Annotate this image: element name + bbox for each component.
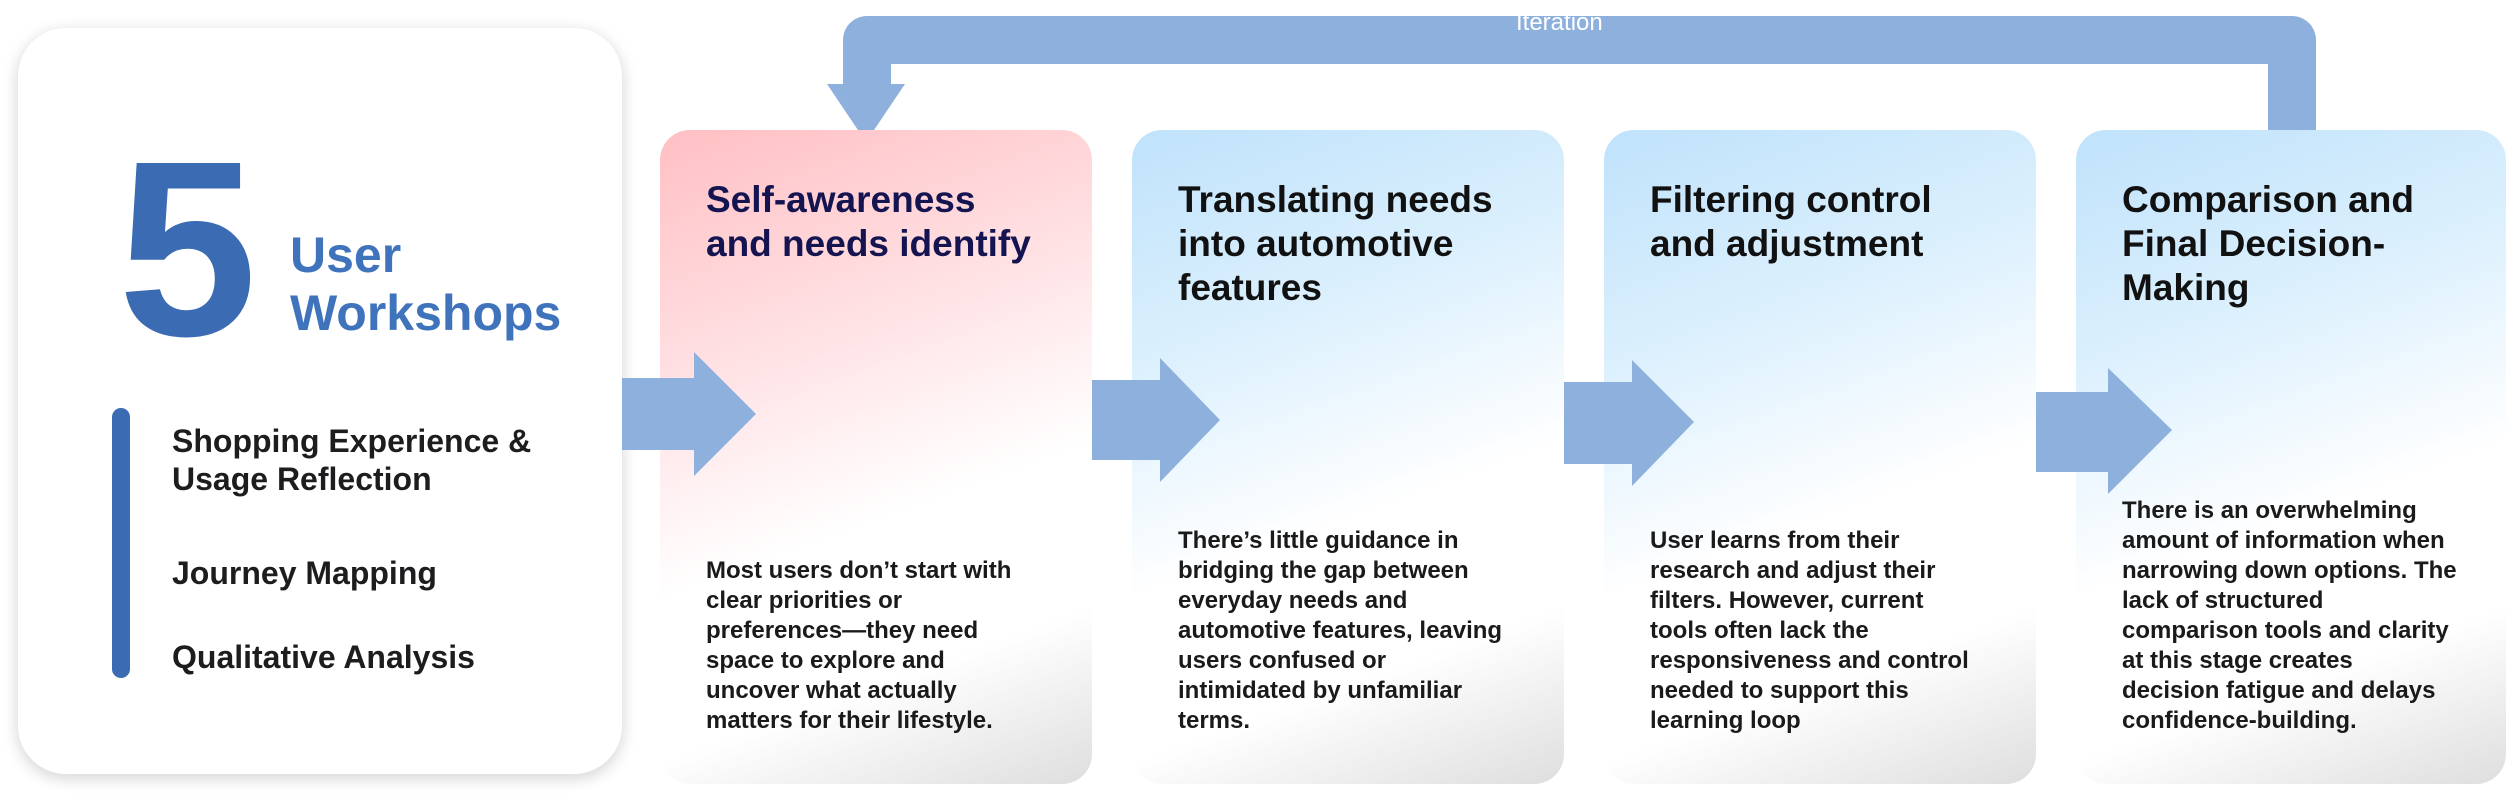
stage-desc-line: uncover what actually [706, 677, 957, 704]
stage-desc-line: There’s little guidance in [1178, 527, 1459, 554]
stage-description: Most users don’t start with clear priori… [706, 556, 1062, 736]
iteration-loop-arrow [827, 16, 2316, 142]
stage-desc-line: confidence-building. [2122, 707, 2357, 734]
stage-desc-line: responsiveness and control [1650, 647, 1969, 674]
method-item: Shopping Experience & Usage Reflection [172, 422, 602, 498]
stage-title-line: and adjustment [1650, 223, 1924, 264]
stage-description: There’s little guidance in bridging the … [1178, 526, 1534, 736]
stage-desc-line: filters. However, current [1650, 587, 1924, 614]
flow-arrow-2 [1092, 358, 1220, 482]
stage-title-line: Making [2122, 267, 2250, 308]
stage-title: Self-awareness and needs identify [706, 178, 1048, 266]
stage-description: There is an overwhelming amount of infor… [2122, 496, 2488, 736]
flow-arrow-3 [1564, 360, 1694, 486]
stage-title-line: Filtering control [1650, 179, 1932, 220]
workshop-summary-card: 5 User Workshops Shopping Experience & U… [18, 28, 622, 774]
stage-desc-line: needed to support this [1650, 677, 1909, 704]
stage-desc-line: at this stage creates [2122, 647, 2353, 674]
iteration-loop-arrowhead [827, 84, 905, 142]
stage-desc-line: automotive features, leaving [1178, 617, 1503, 644]
iteration-label: Iteration [1516, 9, 1603, 36]
stage-title-line: Self-awareness [706, 179, 976, 220]
stage-title: Comparison and Final Decision- Making [2122, 178, 2462, 310]
stage-desc-line: tools often lack the [1650, 617, 1869, 644]
stage-desc-line: learning loop [1650, 707, 1801, 734]
workshop-label-line2: Workshops [290, 285, 562, 341]
stage-desc-line: narrowing down options. The [2122, 557, 2457, 584]
method-item-line: Shopping Experience & [172, 423, 532, 459]
stage-card-2: Translating needs into automotive featur… [1132, 130, 1564, 784]
stage-desc-line: research and adjust their [1650, 557, 1936, 584]
stage-desc-line: lack of structured [2122, 587, 2324, 614]
stage-title-line: and needs identify [706, 223, 1031, 264]
flow-arrow-1 [622, 352, 756, 476]
iteration-loop-path [867, 16, 2316, 132]
method-item: Qualitative Analysis [172, 638, 602, 676]
workshop-count: 5 [118, 109, 257, 388]
flow-arrow-shape [2036, 368, 2172, 494]
flow-arrow-shape [622, 352, 756, 476]
stage-desc-line: decision fatigue and delays [2122, 677, 2436, 704]
method-item: Journey Mapping [172, 554, 602, 592]
stage-desc-line: There is an overwhelming [2122, 497, 2417, 524]
method-item-line: Qualitative Analysis [172, 639, 475, 675]
workshop-label-line1: User [290, 227, 402, 283]
stage-card-1: Self-awareness and needs identify Most u… [660, 130, 1092, 784]
stage-desc-line: amount of information when [2122, 527, 2445, 554]
stage-desc-line: bridging the gap between [1178, 557, 1469, 584]
flow-arrow-shape [1092, 358, 1220, 482]
stage-title-line: into automotive [1178, 223, 1454, 264]
stage-desc-line: matters for their lifestyle. [706, 707, 993, 734]
stage-title: Translating needs into automotive featur… [1178, 178, 1520, 310]
stage-title-line: Comparison and [2122, 179, 2414, 220]
method-item-line: Usage Reflection [172, 461, 432, 497]
stage-desc-line: space to explore and [706, 647, 945, 674]
stage-title: Filtering control and adjustment [1650, 178, 1992, 266]
stage-title-line: features [1178, 267, 1322, 308]
stage-title-line: Final Decision- [2122, 223, 2386, 264]
methods-bar [112, 408, 130, 678]
flow-arrow-shape [1564, 360, 1694, 486]
stage-desc-line: intimidated by unfamiliar [1178, 677, 1463, 704]
stage-desc-line: terms. [1178, 707, 1251, 734]
stage-desc-line: everyday needs and [1178, 587, 1408, 614]
method-item-line: Journey Mapping [172, 555, 437, 591]
stage-desc-line: User learns from their [1650, 527, 1900, 554]
stage-card-4: Comparison and Final Decision- Making Th… [2076, 130, 2506, 784]
stage-description: User learns from their research and adju… [1650, 526, 2006, 736]
iteration-loop-cap-left [843, 16, 891, 84]
stage-card-3: Filtering control and adjustment User le… [1604, 130, 2036, 784]
stage-desc-line: Most users don’t start with [706, 557, 1012, 584]
stage-desc-line: comparison tools and clarity [2122, 617, 2449, 644]
flow-arrow-4 [2036, 368, 2172, 494]
stage-title-line: Translating needs [1178, 179, 1493, 220]
stage-desc-line: clear priorities or [706, 587, 903, 614]
stage-desc-line: preferences—they need [706, 617, 979, 644]
workshop-label: User Workshops [290, 226, 561, 342]
stage-desc-line: users confused or [1178, 647, 1387, 674]
